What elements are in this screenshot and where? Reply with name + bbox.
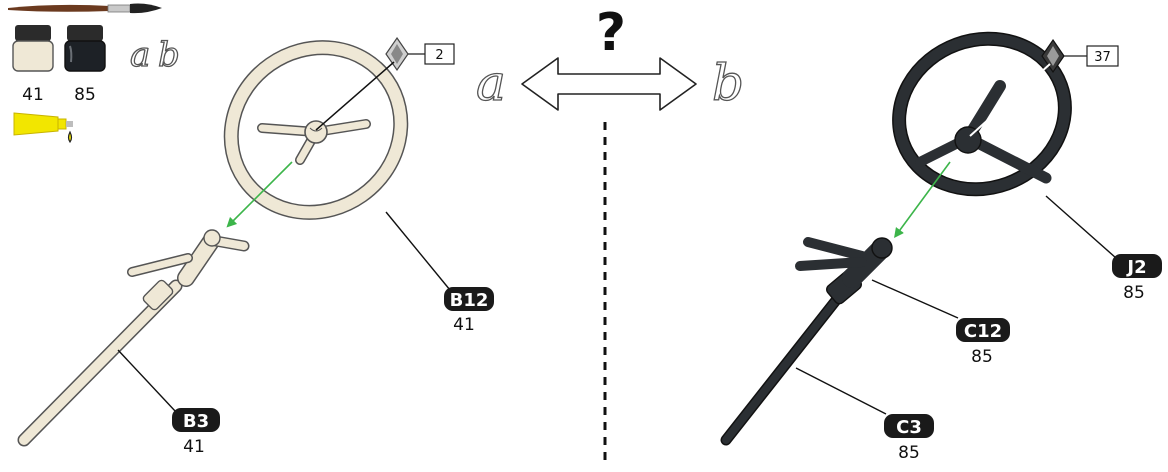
part-code-c12: C12 — [964, 321, 1002, 342]
choice-label-b: b — [712, 54, 744, 112]
part-code-j2: J2 — [1125, 257, 1146, 278]
callout-line-b3 — [117, 349, 177, 413]
part-code-b3: B3 — [183, 411, 209, 432]
steering-wheel-part — [892, 31, 1072, 197]
decal-diamond-icon — [1041, 38, 1065, 74]
paintbrush-icon — [8, 3, 162, 14]
decal-diamond-icon — [385, 36, 409, 72]
double-arrow-icon — [521, 57, 697, 111]
assembly-guide-arrow — [894, 161, 951, 239]
part-badge-b12 — [444, 287, 494, 311]
paint-jar-85-icon — [64, 25, 106, 72]
question-mark: ? — [596, 3, 626, 63]
paint-number-85: 85 — [74, 85, 96, 105]
part-paint-c3: 85 — [898, 443, 920, 463]
steering-wheel-part — [223, 40, 409, 220]
part-paint-c12: 85 — [971, 347, 993, 367]
part-badge-b3 — [172, 408, 220, 432]
part-badge-c3 — [884, 414, 934, 438]
choice-label-a: a — [476, 54, 506, 112]
steering-column-part — [17, 229, 250, 447]
part-code-b12: B12 — [450, 290, 489, 311]
callout-line-c12 — [871, 279, 959, 319]
part-badge-c12 — [956, 318, 1010, 342]
decal-pointer-line — [315, 61, 395, 131]
glue-tube-icon — [13, 112, 73, 144]
callout-line-b12 — [385, 211, 451, 291]
variant-letter-b: b — [158, 35, 180, 75]
assembly-guide-arrow — [226, 161, 293, 228]
decal-number-box — [1086, 45, 1119, 67]
decal-number: 37 — [1094, 50, 1111, 65]
callout-line-c3 — [795, 367, 887, 415]
part-paint-j2: 85 — [1123, 283, 1145, 303]
decal-pointer-line — [969, 63, 1051, 137]
part-paint-b3: 41 — [183, 437, 205, 457]
paint-number-41: 41 — [22, 85, 44, 105]
variant-letter-a: a — [130, 35, 150, 75]
part-paint-b12: 41 — [453, 315, 475, 335]
decal-number-box — [424, 43, 455, 65]
steering-column-part — [720, 237, 893, 446]
decal-number: 2 — [435, 48, 443, 63]
part-badge-j2 — [1112, 254, 1162, 278]
paint-jar-41-icon — [12, 25, 54, 72]
part-code-c3: C3 — [896, 417, 922, 438]
callout-line-j2 — [1045, 195, 1117, 259]
